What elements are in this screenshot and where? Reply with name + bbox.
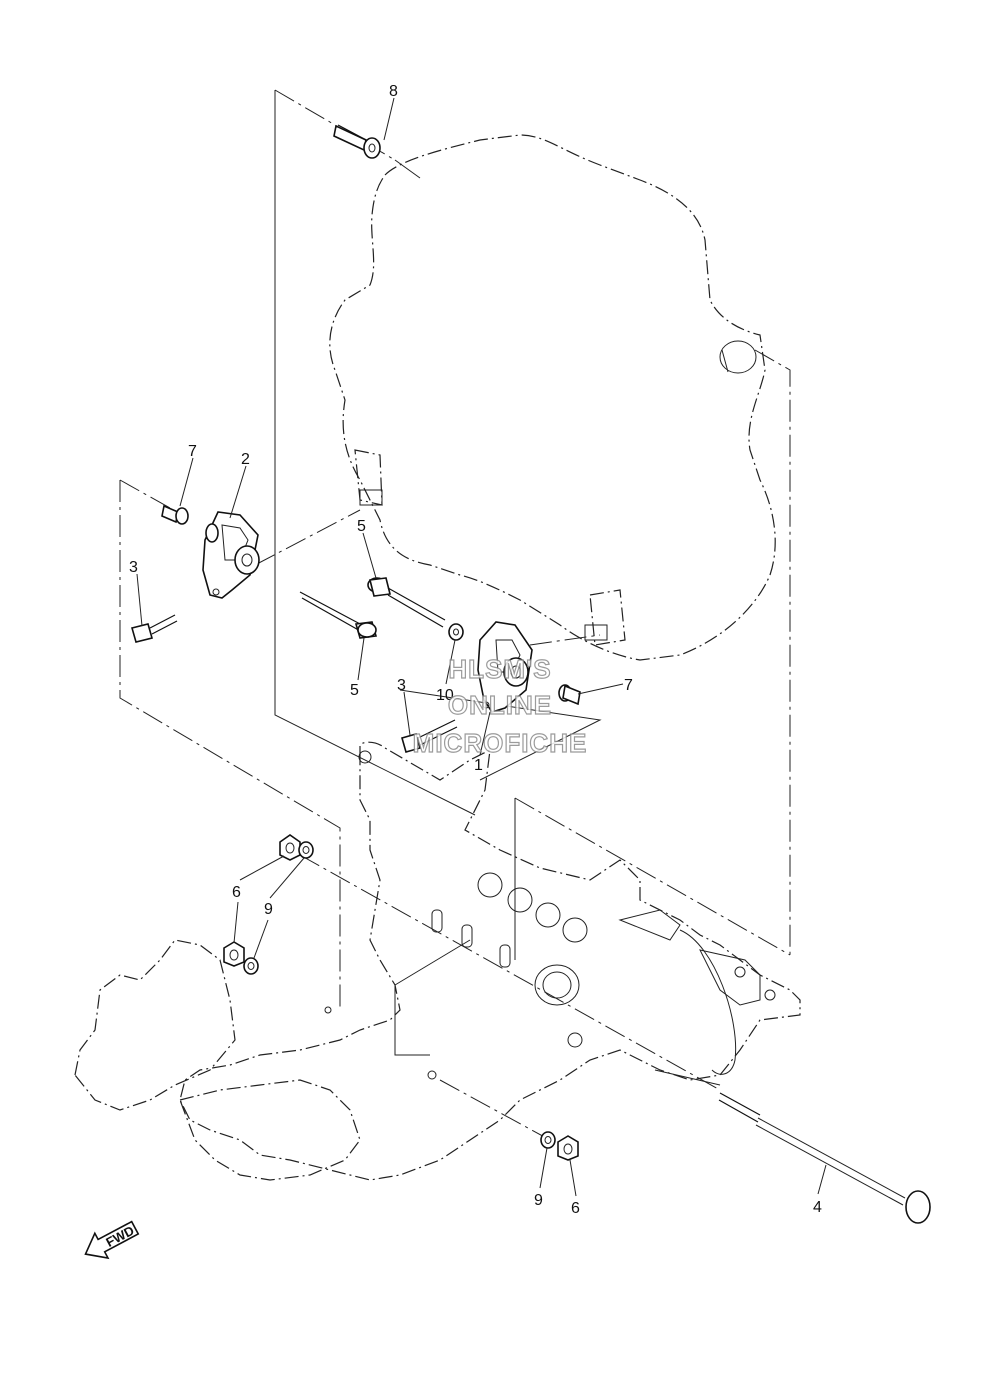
part-9-washer-upper <box>298 841 314 859</box>
callout-8: 8 <box>389 83 398 100</box>
watermark: HLSM'S ONLINE MICROFICHE <box>412 653 588 758</box>
callout-7-right: 7 <box>624 677 633 694</box>
watermark-line-3: MICROFICHE <box>413 728 588 758</box>
relation-lines <box>119 89 791 1141</box>
callout-6-upper: 6 <box>232 884 241 901</box>
part-4-through-bolt <box>718 1092 931 1224</box>
callout-3-left: 3 <box>129 559 138 576</box>
callout-6-lower: 6 <box>571 1200 580 1217</box>
callout-9-lower: 9 <box>534 1192 543 1209</box>
callout-9-upper: 9 <box>264 901 273 918</box>
part-7-stud-right <box>558 684 581 706</box>
part-6-nut-mid <box>223 941 245 967</box>
part-5-bolt-left <box>299 591 378 639</box>
part-3-bolt-center <box>401 719 458 753</box>
part-2-mount-bracket <box>202 511 260 599</box>
callout-10: 10 <box>436 687 454 704</box>
fwd-arrow-icon: FWD <box>84 1220 140 1260</box>
watermark-line-1: HLSM'S <box>448 654 551 684</box>
callout-labels: 8 7 2 3 5 5 10 3 1 7 6 9 9 6 4 <box>129 83 822 1217</box>
part-1-mount-bracket <box>477 621 533 713</box>
callout-7-left: 7 <box>188 443 197 460</box>
callout-4: 4 <box>813 1199 822 1216</box>
part-3-bolt-left <box>131 614 178 643</box>
fwd-label: FWD <box>103 1223 136 1250</box>
part-10-washer <box>448 623 464 641</box>
part-8-bolt <box>333 124 381 159</box>
part-6-nut-lower <box>557 1135 579 1161</box>
engine-bed-outline <box>74 741 801 1181</box>
engine-block-outline <box>329 134 776 661</box>
callout-1: 1 <box>474 757 483 774</box>
part-7-stud-left <box>161 504 189 525</box>
callout-3-center: 3 <box>397 677 406 694</box>
callout-5-center: 5 <box>357 518 366 535</box>
part-5-bolt-center <box>367 577 446 628</box>
leader-lines <box>136 97 827 1197</box>
part-9-washer-mid <box>243 957 259 975</box>
callout-5-left: 5 <box>350 682 359 699</box>
watermark-line-2: ONLINE <box>448 690 552 720</box>
callout-2: 2 <box>241 451 250 468</box>
part-9-washer-lower <box>540 1131 556 1149</box>
